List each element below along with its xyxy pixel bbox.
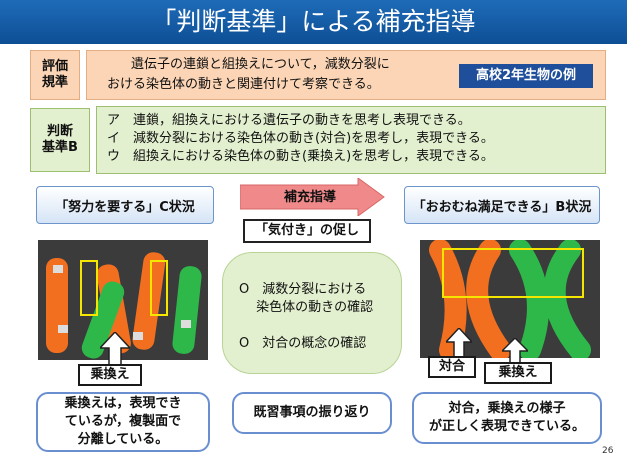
- standard-box: ア 連鎖，組換えにおける遺伝子の動きを思考し表現できる。 イ 減数分裂における染…: [96, 106, 606, 174]
- right-up-arrow-crossing-icon: [502, 338, 528, 368]
- left-clay-chromosomes: [46, 252, 202, 359]
- checklist-item-1: O 減数分裂における 染色体の動きの確認: [239, 282, 374, 315]
- standard-item-a: ア 連鎖，組換えにおける遺伝子の動きを思考し表現できる。: [107, 113, 471, 128]
- left-status-caption: 「努力を要する」C状況: [36, 186, 214, 224]
- standard-item-u: ウ 組換えにおける染色体の動き(乗換え)を思考し，表現できる。: [107, 149, 494, 164]
- page-number: 26: [602, 446, 614, 456]
- slide-title: 「判断基準」による補充指導: [0, 0, 627, 44]
- criteria-box: 遺伝子の連鎖と組換えについて，減数分裂に おける染色体の動きと関連付けて考察でき…: [86, 50, 606, 100]
- remedial-arrow-icon: [240, 178, 385, 216]
- right-status-caption: 「おおむね満足できる」B状況: [404, 186, 600, 224]
- right-summary-box: 対合，乗換えの様子 が正しく表現できている。: [412, 392, 602, 444]
- right-up-arrow-synapsis-icon: [446, 328, 472, 362]
- standard-item-i: イ 減数分裂における染色体の動き(対合)を思考し，表現できる。: [107, 131, 494, 146]
- arrow-label: 補充指導: [283, 190, 336, 205]
- checklist-item-2: O 対合の概念の確認: [239, 336, 367, 351]
- criteria-text-line1: 遺伝子の連鎖と組換えについて，減数分裂に: [131, 57, 390, 72]
- left-up-arrow-icon: [100, 332, 130, 370]
- right-crossing-over-tag: 乗換え: [484, 362, 552, 384]
- criteria-text-line2: おける染色体の動きと関連付けて考察できる。: [107, 77, 380, 92]
- center-summary-box: 既習事項の振り返り: [232, 392, 392, 434]
- left-crossing-over-tag: 乗換え: [78, 364, 142, 386]
- left-highlight-b: [150, 260, 168, 316]
- right-synapsis-tag: 対合: [428, 356, 476, 378]
- left-highlight-a: [80, 260, 98, 316]
- prompt-label: 「気付き」の促し: [243, 219, 371, 243]
- criteria-label: 評価 規準: [30, 50, 80, 100]
- left-summary-box: 乗換えは，表現でき ているが，複製面で 分離している。: [36, 392, 210, 452]
- grade-badge: 高校2年生物の例: [459, 64, 593, 88]
- standard-label: 判断 基準B: [30, 108, 90, 172]
- checklist-panel: O 減数分裂における 染色体の動きの確認 O 対合の概念の確認: [222, 252, 402, 374]
- right-highlight-box: [442, 248, 584, 298]
